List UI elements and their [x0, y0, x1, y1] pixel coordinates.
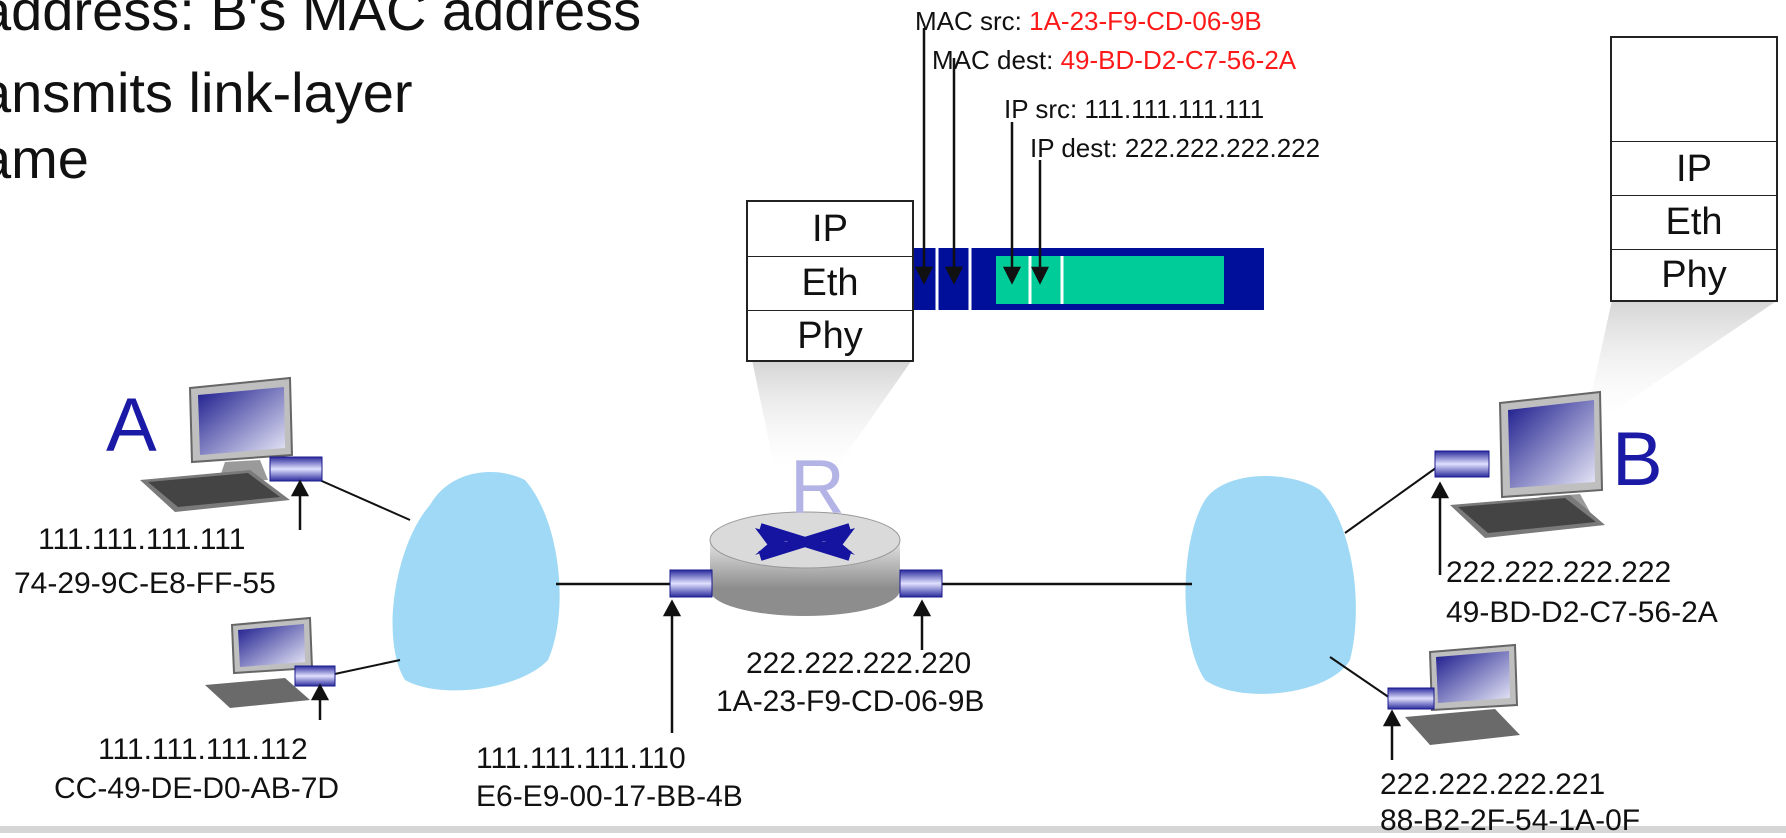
host-a-computer-icon [140, 376, 294, 512]
router-label: R [790, 445, 845, 530]
slide-text-line-3: ame [0, 127, 89, 190]
link-host-a [314, 477, 411, 521]
host-b-computer-icon [1450, 390, 1605, 538]
host-b-label: B [1612, 417, 1663, 502]
mac-src-label: MAC src: [915, 6, 1030, 36]
mac-dest-value: 49-BD-D2-C7-56-2A [1060, 45, 1297, 75]
router-left-ip: 111.111.111.110 [476, 742, 686, 775]
slide-text-line-1: address: B's MAC address [0, 0, 642, 42]
host-b2-mac: 88-B2-2F-54-1A-0F [1380, 804, 1641, 837]
b-stack-beam [1588, 300, 1778, 420]
host-b-stack-layer-top [1612, 38, 1776, 141]
host-a-ip: 111.111.111.111 [38, 523, 246, 556]
host-a2-mac: CC-49-DE-D0-AB-7D [54, 772, 340, 805]
router-icon [709, 511, 901, 616]
right-subnet-cloud [1185, 476, 1356, 694]
ip-dest-field: IP dest: 222.222.222.222 [1030, 133, 1321, 163]
host-b2-ip: 222.222.222.221 [1380, 768, 1606, 801]
mac-src-value: 1A-23-F9-CD-06-9B [1029, 6, 1262, 36]
host-b-ip: 222.222.222.222 [1446, 556, 1672, 589]
left-subnet-cloud [392, 472, 560, 691]
slide-text-line-2: ansmits link-layer [0, 61, 413, 124]
router-right-mac: 1A-23-F9-CD-06-9B [716, 685, 985, 718]
link-host-b [1344, 464, 1441, 534]
link-layer-frame [912, 248, 1264, 310]
router-stack-layer-eth: Eth [748, 256, 912, 310]
host-b-nic [1434, 450, 1490, 478]
router-stack-layer-phy: Phy [748, 310, 912, 362]
host-b2-nic [1387, 687, 1435, 710]
host-b-stack-layer-phy: Phy [1612, 249, 1776, 302]
address-pointer-arrows [290, 479, 1450, 760]
host-b2-computer-icon [1405, 643, 1520, 745]
mac-dest-label: MAC dest: [932, 45, 1061, 75]
link-host-a2 [329, 659, 401, 676]
host-a-nic [269, 456, 323, 482]
header-field-pointers [914, 28, 1050, 285]
router-left-nic [669, 569, 713, 598]
router-stack-beam [752, 360, 912, 470]
host-b-mac: 49-BD-D2-C7-56-2A [1446, 596, 1718, 629]
router-right-nic [899, 569, 943, 598]
host-a2-computer-icon [205, 616, 314, 708]
ip-src-field: IP src: 111.111.111.111 [1004, 94, 1265, 124]
host-b-protocol-stack: IP Eth Phy [1610, 36, 1778, 302]
router-right-ip: 222.222.222.220 [746, 647, 972, 680]
host-b-stack-layer-eth: Eth [1612, 195, 1776, 249]
link-host-b2 [1329, 656, 1391, 699]
mac-src-field: MAC src: 1A-23-F9-CD-06-9B [915, 6, 1262, 36]
host-a2-nic [294, 665, 336, 687]
mac-dest-field: MAC dest: 49-BD-D2-C7-56-2A [932, 45, 1296, 75]
host-a2-ip: 111.111.111.112 [98, 733, 308, 766]
host-a-mac: 74-29-9C-E8-FF-55 [14, 567, 276, 600]
host-a-label: A [106, 383, 157, 468]
router-stack-layer-ip: IP [812, 208, 848, 250]
router-protocol-stack: IP Eth Phy [746, 200, 914, 362]
router-left-mac: E6-E9-00-17-BB-4B [476, 780, 743, 813]
host-b-stack-layer-ip: IP [1612, 141, 1776, 195]
